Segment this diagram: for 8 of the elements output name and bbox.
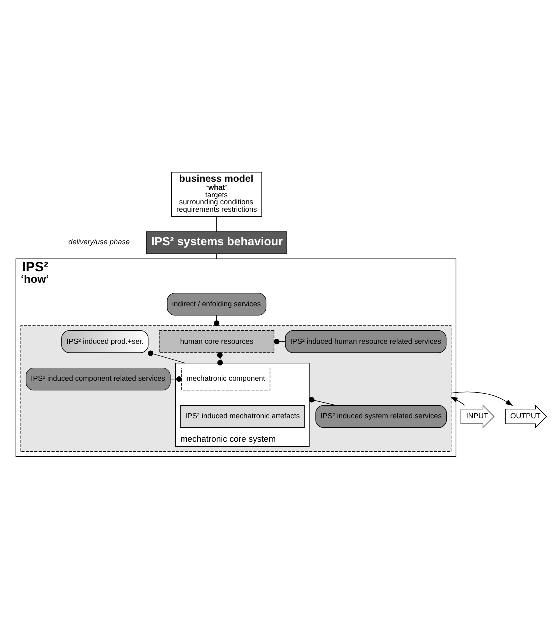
connector <box>216 216 218 232</box>
arrow <box>450 396 466 406</box>
connector <box>214 315 220 326</box>
arrow <box>451 392 514 406</box>
connector <box>309 397 337 406</box>
cluster <box>20 326 452 452</box>
connector <box>148 350 186 364</box>
node-box: IPS² systems behaviour <box>146 232 288 254</box>
